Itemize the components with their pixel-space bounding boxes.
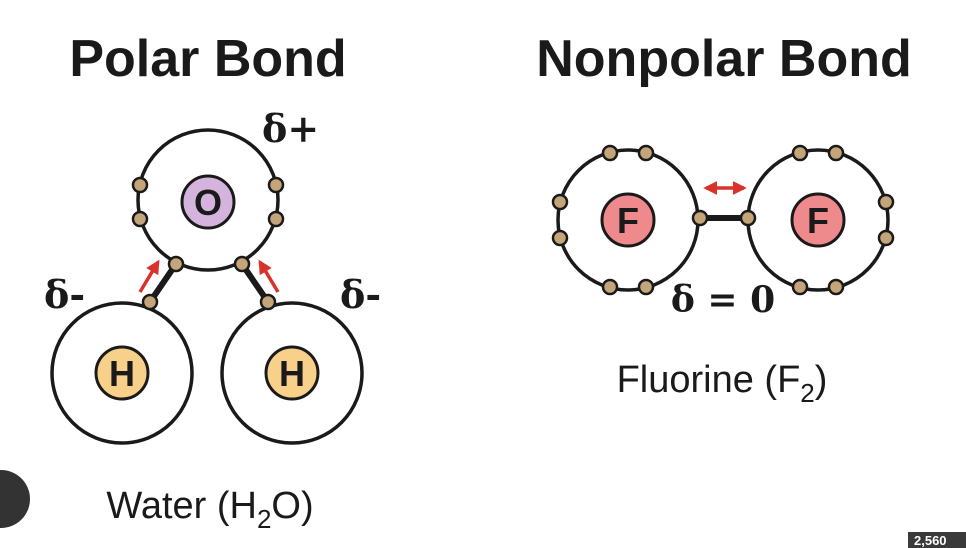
delta-zero-label: δ = 0 (671, 279, 775, 321)
electron (551, 193, 569, 211)
electron (267, 176, 285, 194)
hydrogen-nucleus-left (94, 345, 150, 401)
oxygen-shell (136, 128, 280, 272)
fluorine-caption: Fluorine (F2) (617, 359, 828, 408)
electron (791, 278, 809, 296)
fluorine-nucleus-right (790, 192, 846, 248)
electron (551, 229, 569, 247)
hydrogen-nucleus-right (264, 345, 320, 401)
polarity-arrow-right (258, 259, 280, 293)
fluorine-nucleus-left (600, 192, 656, 248)
water-caption: Water (H2O) (106, 485, 313, 534)
electron (637, 278, 655, 296)
electron (601, 144, 619, 162)
electron (739, 209, 757, 227)
oxygen-label: O (194, 182, 222, 223)
electron (141, 293, 159, 311)
fluorine-molecule: F F δ = 0 (551, 144, 895, 321)
count-badge: 2,560 (908, 532, 966, 548)
electron (131, 176, 149, 194)
delta-minus-right-label: δ- (340, 272, 381, 317)
polar-bond-title: Polar Bond (69, 30, 346, 88)
electron (827, 144, 845, 162)
electron (259, 293, 277, 311)
electron (167, 255, 185, 273)
hydrogen-label-left: H (109, 353, 135, 394)
hydrogen-shell-right (220, 301, 364, 445)
electron (877, 193, 895, 211)
nonpolar-bond-title: Nonpolar Bond (536, 30, 912, 88)
polarity-arrow-left (138, 259, 160, 293)
electron (877, 229, 895, 247)
electron (267, 210, 285, 228)
delta-minus-left-label: δ- (44, 272, 85, 317)
electron (827, 278, 845, 296)
fluorine-label-left: F (617, 200, 639, 241)
electron (791, 144, 809, 162)
oxygen-nucleus (180, 174, 236, 230)
hydrogen-label-right: H (279, 353, 305, 394)
electron (601, 278, 619, 296)
hydrogen-shell-left (50, 301, 194, 445)
fluorine-label-right: F (807, 200, 829, 241)
electron (233, 255, 251, 273)
delta-plus-label: δ+ (262, 106, 319, 151)
electron (131, 210, 149, 228)
electron (637, 144, 655, 162)
water-molecule: O H H δ+ δ- δ- (44, 106, 381, 445)
electron (691, 209, 709, 227)
